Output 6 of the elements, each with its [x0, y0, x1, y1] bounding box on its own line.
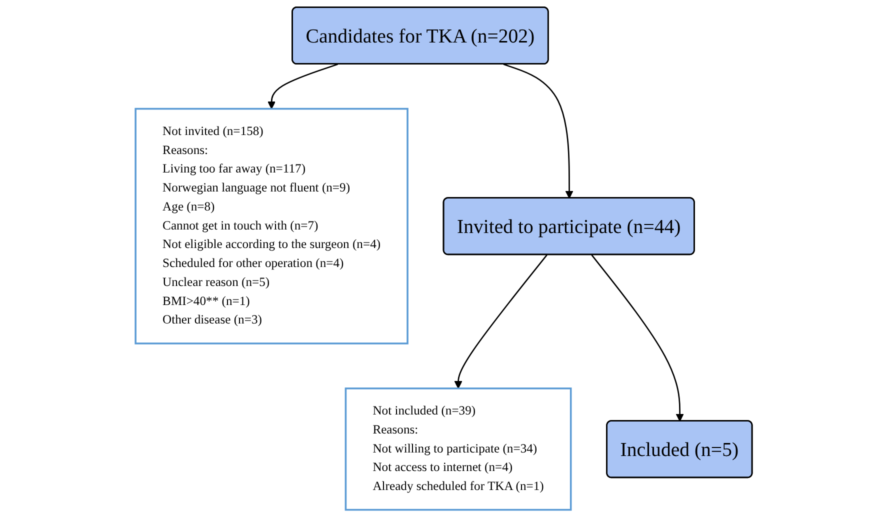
arrow: [503, 64, 573, 199]
arrow: [267, 64, 338, 110]
node-box: Not included (n=39) Reasons: Not willing to participate (n=34) Not access to internet (n=4) Already scheduled for TKA (n=1): [344, 388, 572, 511]
arrow: [454, 254, 548, 389]
node-box: Not invited (n=158) Reasons: Living too far away (n=117) Norwegian language not fluent (n=9) Age (n=8) Cannot get in touch with (n=7) Not eligible according to the surgeon (n=4) Scheduled for other operation (n=4) Unclear reason (n=5) BMI>40** (n=1) Other disease (n=3): [134, 108, 408, 344]
arrow: [590, 254, 684, 422]
